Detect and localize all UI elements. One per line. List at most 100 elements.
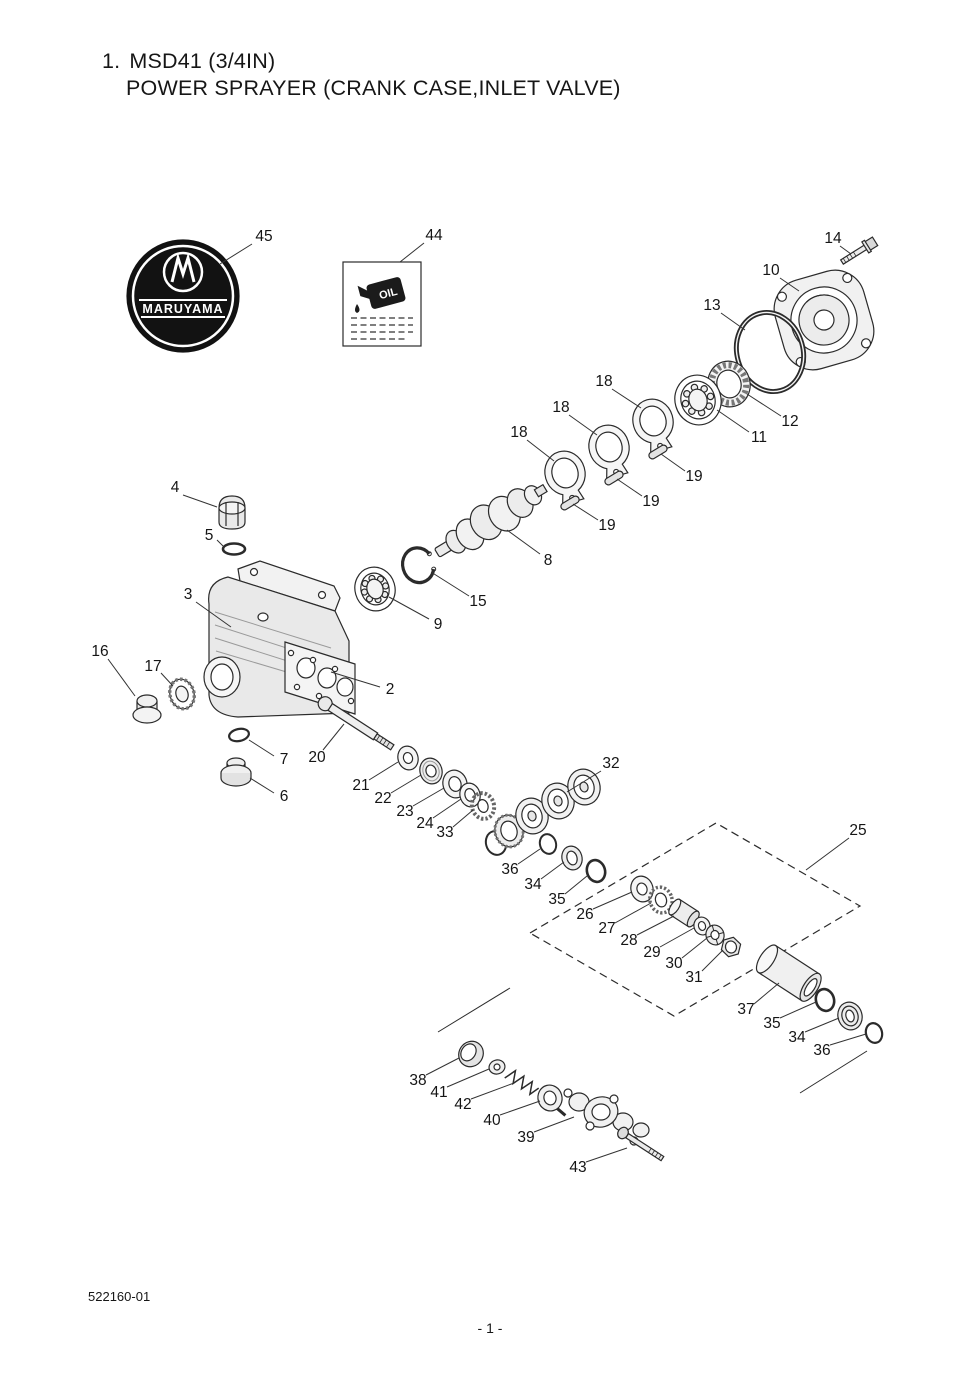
leader-line-28 [636, 915, 675, 936]
ring-36a [538, 833, 558, 855]
leader-line-34 [540, 861, 565, 880]
valve-assembly-32 [484, 768, 601, 856]
seal-22 [419, 757, 443, 785]
title-description: POWER SPRAYER (CRANK CASE,INLET VALVE) [126, 75, 621, 100]
oil-label-text: OIL [378, 286, 399, 302]
o-ring-5 [221, 542, 247, 556]
leader-line-34-2 [804, 1017, 840, 1033]
leader-line-22 [390, 774, 422, 794]
o-ring-36b [864, 1022, 884, 1044]
leader-line-3 [195, 601, 232, 628]
leader-line-41 [446, 1068, 490, 1088]
leader-line-18 [611, 388, 642, 409]
cup-34a [561, 845, 583, 871]
pin-19-1 [648, 444, 668, 460]
leader-line-8 [506, 529, 541, 555]
pin-19-3 [560, 495, 580, 511]
leader-line-10 [779, 277, 800, 292]
leader-line-30 [681, 937, 708, 959]
page-title: 1. MSD41 (3/4IN) POWER SPRAYER (CRANK CAS… [102, 48, 621, 102]
leader-line-38 [425, 1057, 460, 1076]
slotted-nut-30 [705, 924, 725, 946]
leader-line-43 [585, 1147, 628, 1163]
leader-line-21 [368, 761, 399, 781]
leader-line-35-2 [779, 1001, 817, 1019]
bolt-43 [617, 1126, 665, 1162]
leader-line-33 [452, 809, 474, 828]
manifold-39 [563, 1088, 650, 1146]
piston-rod-20 [317, 696, 395, 751]
valve-seat-38 [458, 1040, 484, 1068]
plug-6 [220, 757, 252, 787]
plug-4 [218, 495, 246, 530]
leader-line-42 [470, 1082, 515, 1100]
leader-line-20 [322, 723, 345, 751]
leader-line-7 [248, 739, 275, 757]
cylinder-37 [755, 944, 822, 1002]
leader-line-25 [805, 837, 850, 871]
leader-line-12 [746, 393, 782, 417]
page-number: - 1 - [477, 1320, 503, 1336]
leader-line-36-2 [829, 1033, 867, 1046]
gear-ring-33 [469, 791, 497, 821]
leader-line-29 [659, 927, 695, 948]
leader-line-19-3 [572, 503, 599, 521]
oil-can-icon: OIL [357, 277, 406, 309]
washer-29 [693, 916, 711, 936]
title-index: 1. [102, 49, 121, 73]
logo-emblem-icon [162, 251, 204, 293]
leader-line-17 [160, 672, 174, 687]
group-box-25 [528, 822, 862, 1017]
bearing-17 [167, 677, 197, 711]
leader-line-40 [499, 1100, 541, 1116]
leader-line-44 [399, 242, 425, 263]
leader-line-31 [701, 949, 724, 972]
leader-line-45 [219, 243, 253, 265]
o-ring-13 [733, 309, 807, 395]
leader-line-4 [182, 494, 218, 508]
connecting-ring-18-1 [632, 398, 674, 454]
cover-plate-10 [773, 269, 875, 371]
leader-line-11 [716, 409, 750, 433]
leader-line-5 [216, 539, 224, 547]
bearing-11 [674, 374, 722, 426]
leader-line-26 [592, 891, 633, 910]
spring-42 [504, 1069, 540, 1097]
divider-line-right [799, 1050, 868, 1094]
logo-brand-text: MARUYAMA [142, 302, 223, 316]
plug-16 [132, 694, 162, 724]
leader-line-32 [566, 770, 602, 793]
doc-number: 522160-01 [88, 1289, 151, 1304]
oil-drop-icon [355, 304, 360, 313]
fine-print-lines [351, 317, 413, 340]
leader-line-23 [412, 787, 445, 807]
divider-line-left [437, 987, 511, 1033]
leader-line-2 [330, 671, 381, 688]
leader-line-6 [249, 777, 275, 794]
oil-instruction-box: OIL [342, 261, 422, 347]
title-model: MSD41 (3/4IN) [129, 49, 276, 73]
washer-21 [397, 745, 419, 771]
connecting-ring-18-2 [588, 424, 630, 480]
o-ring-7 [228, 727, 250, 743]
bearing-9 [354, 566, 396, 612]
bolt-14 [839, 236, 879, 265]
leader-line-13 [720, 312, 746, 331]
leader-line-27 [614, 902, 652, 924]
spring-seat-41 [488, 1059, 506, 1075]
maruyama-logo: MARUYAMA [126, 239, 240, 353]
leader-line-24 [432, 798, 462, 819]
leader-line-35 [564, 875, 588, 895]
piston-28 [668, 898, 700, 928]
leader-line-39 [533, 1116, 575, 1133]
snap-ring-15 [400, 546, 437, 585]
leader-line-36 [517, 848, 541, 865]
seal-ring-27 [648, 885, 674, 915]
nut-31 [720, 936, 742, 958]
leader-line-9 [388, 596, 430, 620]
o-ring-35b [814, 987, 836, 1013]
valve-40 [537, 1084, 567, 1117]
leader-lines [107, 242, 867, 1163]
